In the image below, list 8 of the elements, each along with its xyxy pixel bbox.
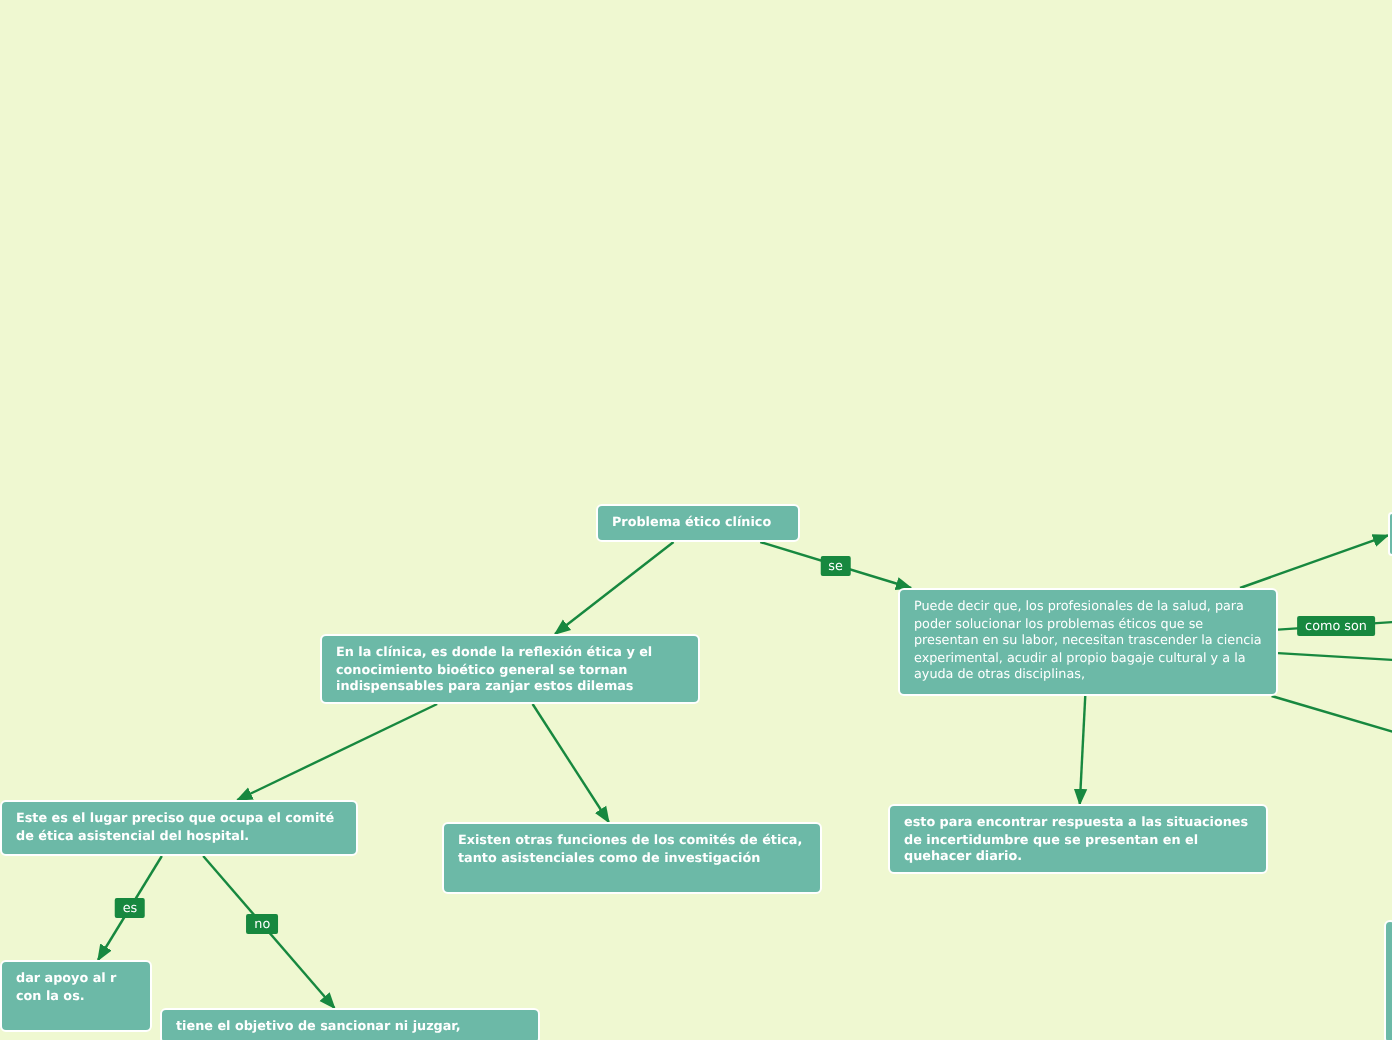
arrow bbox=[553, 541, 675, 636]
arrow bbox=[531, 703, 610, 824]
arrow bbox=[1239, 534, 1390, 590]
arrow bbox=[759, 540, 913, 590]
arrow bbox=[235, 702, 438, 802]
arrow bbox=[202, 855, 336, 1010]
arrow bbox=[1073, 695, 1088, 806]
arrow bbox=[97, 855, 163, 962]
